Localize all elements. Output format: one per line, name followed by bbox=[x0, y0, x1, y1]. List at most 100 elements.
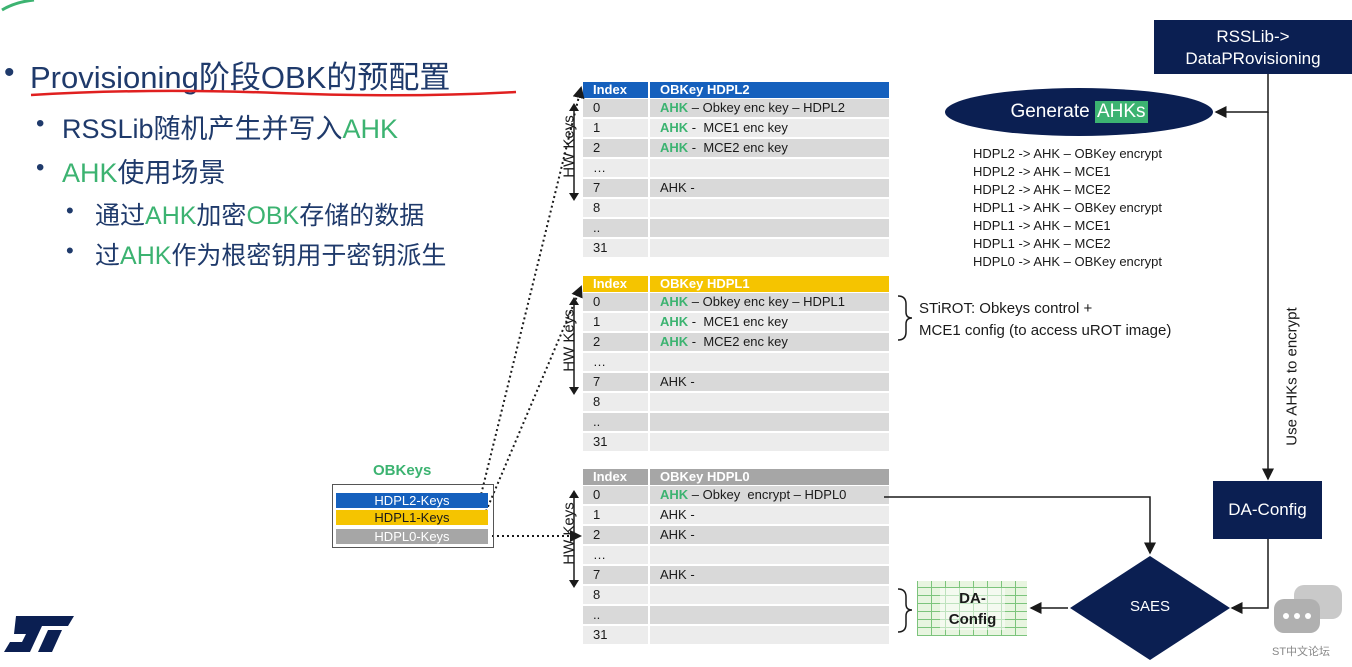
row-index: … bbox=[583, 353, 648, 371]
bullet-item-1: RSSLib随机产生并写入AHK bbox=[62, 107, 398, 146]
bullet-dot: • bbox=[4, 56, 15, 89]
row-value-text: AHK - bbox=[660, 180, 695, 195]
row-value: AHK - MCE1 enc key bbox=[648, 313, 889, 331]
table-row: .. bbox=[583, 605, 889, 625]
row-value bbox=[648, 433, 889, 451]
slide-title: Provisioning阶段OBK的预配置 bbox=[30, 60, 451, 95]
ahk-tag: AHK bbox=[660, 140, 689, 155]
row-value: AHK – Obkey encrypt – HDPL0 bbox=[648, 486, 889, 504]
row-index: .. bbox=[583, 606, 648, 624]
table-row: 8 bbox=[583, 198, 889, 218]
row-index: 1 bbox=[583, 119, 648, 137]
row-value-text: - MCE2 enc key bbox=[688, 140, 788, 155]
row-index: 0 bbox=[583, 99, 648, 117]
row-index: 31 bbox=[583, 239, 648, 257]
row-value: AHK - bbox=[648, 506, 889, 524]
obkeys-item-hdpl1: HDPL1-Keys bbox=[336, 510, 488, 525]
row-value-text: - MCE1 enc key bbox=[688, 314, 788, 329]
da-config-small-label: DA- Config bbox=[940, 588, 1005, 630]
ahk-tag: AHK bbox=[660, 120, 689, 135]
da-config-small-line2: Config bbox=[948, 611, 997, 628]
saes-label: SAES bbox=[1129, 598, 1171, 615]
row-index: 7 bbox=[583, 566, 648, 584]
corner-decoration-icon bbox=[1, 0, 35, 12]
table-row: 2 AHK - MCE2 enc key bbox=[583, 332, 889, 352]
generate-ahks-highlight: AHKs bbox=[1094, 101, 1148, 123]
row-index: 2 bbox=[583, 139, 648, 157]
row-index: 8 bbox=[583, 586, 648, 604]
header-index: Index bbox=[593, 82, 627, 97]
ahk-tag: AHK bbox=[660, 334, 689, 349]
table-row: .. bbox=[583, 218, 889, 238]
table-row: 31 bbox=[583, 625, 889, 645]
row-value-text: – Obkey encrypt – HDPL0 bbox=[688, 487, 847, 502]
row-index: 31 bbox=[583, 626, 648, 644]
header-index: Index bbox=[593, 276, 627, 291]
obkeys-title: OBKeys bbox=[373, 462, 432, 479]
obkeys-box: HDPL2-Keys HDPL1-Keys HDPL0-Keys bbox=[332, 484, 494, 548]
row-value bbox=[648, 626, 889, 644]
ahk-tag: AHK bbox=[660, 294, 689, 309]
table-row: … bbox=[583, 545, 889, 565]
table-row: 0 AHK – Obkey enc key – HDPL1 bbox=[583, 292, 889, 312]
row-value: AHK - MCE2 enc key bbox=[648, 139, 889, 157]
row-index: 2 bbox=[583, 526, 648, 544]
header-name: OBKey HDPL0 bbox=[648, 469, 889, 485]
bullet-dot: • bbox=[66, 198, 74, 223]
red-underline-icon bbox=[30, 89, 517, 97]
stirot-note: STiROT: Obkeys control + MCE1 config (to… bbox=[919, 298, 1171, 342]
ahk-tag: AHK bbox=[660, 314, 689, 329]
row-value-text: – Obkey enc key – HDPL1 bbox=[688, 294, 845, 309]
row-value: AHK - bbox=[648, 566, 889, 584]
row-value-text: - MCE1 enc key bbox=[688, 120, 788, 135]
stirot-line1: STiROT: Obkeys control + bbox=[919, 300, 1093, 317]
double-arrow-icon bbox=[569, 297, 579, 395]
row-value bbox=[648, 606, 889, 624]
table-row: 31 bbox=[583, 238, 889, 258]
row-index: 0 bbox=[583, 293, 648, 311]
row-value bbox=[648, 413, 889, 431]
row-value: AHK - bbox=[648, 373, 889, 391]
ahk-list-item: HDPL2 -> AHK – MCE1 bbox=[973, 164, 1111, 179]
row-index: … bbox=[583, 159, 648, 177]
da-config-box: DA-Config bbox=[1213, 481, 1322, 539]
rsslib-line2: DataPRovisioning bbox=[1185, 49, 1321, 68]
row-value: AHK - bbox=[648, 526, 889, 544]
watermark-text: ST中文论坛 bbox=[1272, 646, 1331, 658]
ahk-tag: AHK bbox=[660, 100, 689, 115]
table-row: 1 AHK - MCE1 enc key bbox=[583, 118, 889, 138]
table-row: .. bbox=[583, 412, 889, 432]
row-value bbox=[648, 546, 889, 564]
row-index: .. bbox=[583, 413, 648, 431]
row-value-text: - MCE2 enc key bbox=[688, 334, 788, 349]
table-row: … bbox=[583, 158, 889, 178]
ahk-list-item: HDPL2 -> AHK – OBKey encrypt bbox=[973, 146, 1162, 161]
row-value-text: AHK - bbox=[660, 374, 695, 389]
generate-ahks-ellipse: Generate AHKs bbox=[945, 88, 1213, 136]
table-row: … bbox=[583, 352, 889, 372]
bullet-dot: • bbox=[36, 154, 45, 181]
ahk-list-item: HDPL0 -> AHK – OBKey encrypt bbox=[973, 254, 1162, 269]
bullet-item-2-text: AHK使用场景 bbox=[62, 158, 226, 188]
ahk-list-item: HDPL1 -> AHK – OBKey encrypt bbox=[973, 200, 1162, 215]
obkeys-item-hdpl2: HDPL2-Keys bbox=[336, 493, 488, 508]
sub-bullet-2: 过AHK作为根密钥用于密钥派生 bbox=[95, 242, 447, 270]
row-index: 0 bbox=[583, 486, 648, 504]
table-row: 31 bbox=[583, 432, 889, 452]
bullet-item-1-text: RSSLib随机产生并写入AHK bbox=[62, 114, 399, 144]
bullet-item-2: AHK使用场景 bbox=[62, 151, 226, 190]
row-index: 2 bbox=[583, 333, 648, 351]
st-logo-icon bbox=[4, 616, 74, 652]
